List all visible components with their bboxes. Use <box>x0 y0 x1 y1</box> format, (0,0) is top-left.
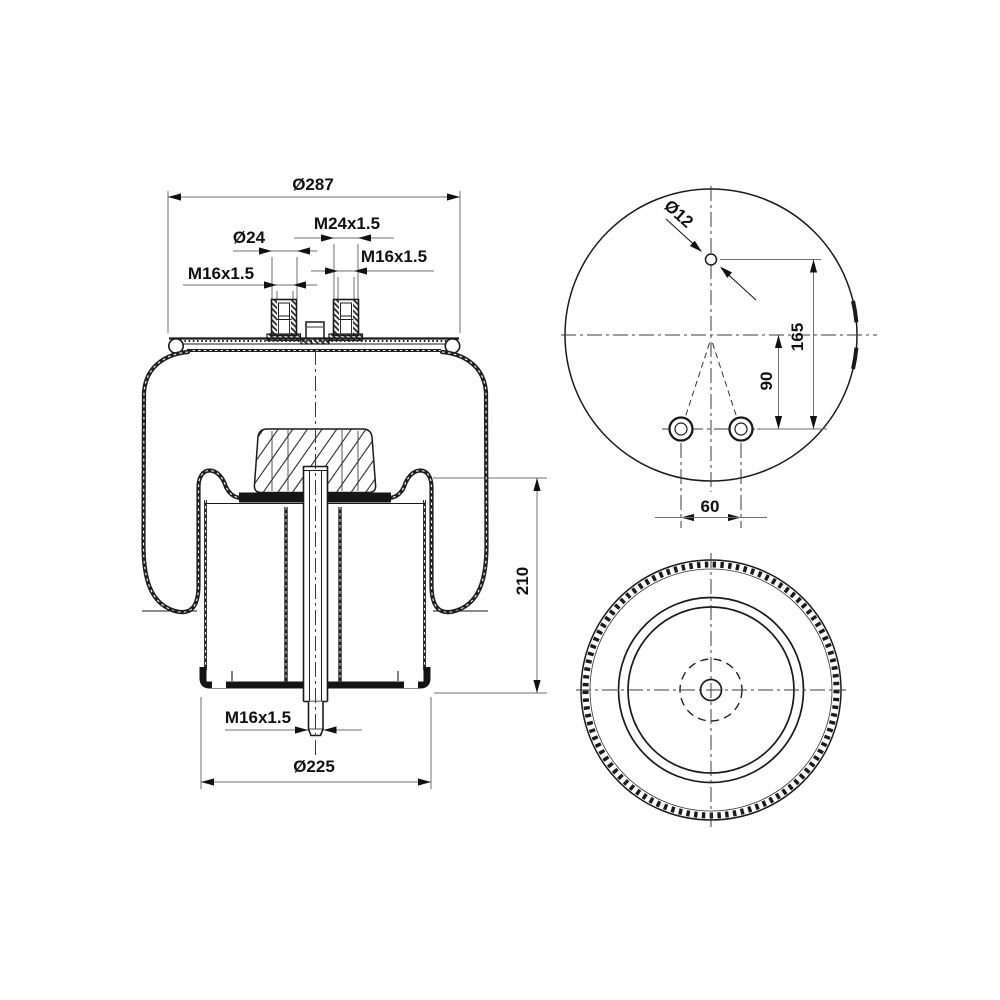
right-stud <box>328 298 364 342</box>
dim-hole-to-studs: 165 <box>788 323 807 351</box>
dim-stud-thread-left: M16x1.5 <box>188 264 254 283</box>
dim-height: 210 <box>513 567 532 595</box>
bottom-view <box>576 553 846 827</box>
plate-edge-tab <box>851 300 859 323</box>
left-stud <box>266 298 302 342</box>
air-hole <box>704 253 718 266</box>
stud-position-ray <box>712 342 738 419</box>
dim-piston-diameter: Ø225 <box>293 757 335 776</box>
dim-stud-spacing: 60 <box>701 497 720 516</box>
dim-air-hole-diameter: Ø12 <box>660 196 697 232</box>
top-view-studs <box>668 416 754 442</box>
dim-bottom-stud-thread: M16x1.5 <box>225 708 291 727</box>
dim-stud-thread-right: M16x1.5 <box>361 247 427 266</box>
dim-top-plate-diameter: Ø287 <box>292 175 334 194</box>
top-view-dim-arrows <box>681 259 818 522</box>
dim-stud-base-thread: M24x1.5 <box>314 214 380 233</box>
dim-stud-boss-diameter: Ø24 <box>233 228 266 247</box>
top-view: Ø12 165 90 60 <box>561 186 877 528</box>
side-section-view: Ø287 M24x1.5 Ø24 M16x1.5 M16x1.5 210 M16… <box>141 175 547 789</box>
dim-center-to-studs: 90 <box>757 372 776 391</box>
bead-plate <box>168 337 461 354</box>
plate-edge-tab <box>851 347 859 370</box>
stud-position-ray <box>684 342 710 419</box>
bellow-wall <box>141 349 489 615</box>
